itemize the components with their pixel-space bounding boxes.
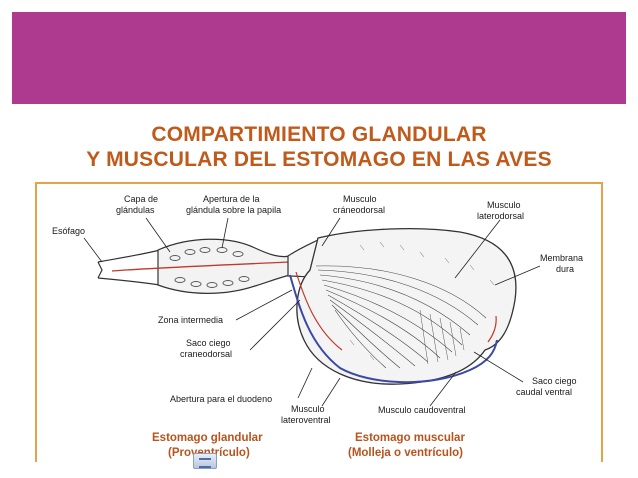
label-apertura-2: glándula sobre la papila [186, 205, 281, 215]
label-apertura-1: Apertura de la [203, 194, 260, 204]
label-zona-intermedia: Zona intermedia [158, 315, 223, 325]
label-saco-caudal-1: Saco ciego [532, 376, 577, 386]
label-musculo-laterodorsal-2: laterodorsal [477, 211, 524, 221]
diagram-frame [35, 182, 603, 462]
proventriculus [111, 238, 291, 294]
label-esofago: Esófago [52, 226, 85, 236]
label-musculo-lateroventral-2: lateroventral [281, 415, 331, 425]
leader-lines [83, 217, 541, 407]
label-musculo-caudoventral: Musculo caudoventral [378, 405, 466, 415]
caption-muscular-1: Estomago muscular [355, 432, 465, 444]
label-abertura-duodeno: Abertura para el duodeno [170, 394, 272, 404]
esophagus [97, 249, 161, 286]
label-saco-craneodorsal-1: Saco ciego [186, 338, 231, 348]
title-line-1: COMPARTIMIENTO GLANDULAR [151, 123, 487, 146]
slide-title: COMPARTIMIENTO GLANDULAR Y MUSCULAR DEL … [12, 122, 626, 172]
label-musculo-laterodorsal-1: Musculo [487, 200, 521, 210]
slide-nav-icon[interactable] [193, 453, 217, 469]
label-membrana-2: dura [556, 264, 574, 274]
label-glandulas: glándulas [116, 205, 155, 215]
label-capa-de: Capa de [124, 194, 158, 204]
label-musculo-craneodorsal-2: cráneodorsal [333, 205, 385, 215]
caption-muscular-2: (Molleja o ventrículo) [348, 447, 463, 459]
label-musculo-craneodorsal-1: Musculo [343, 194, 377, 204]
label-saco-caudal-2: caudal ventral [516, 387, 572, 397]
label-membrana-1: Membrana [540, 253, 583, 263]
header-banner [12, 12, 626, 104]
label-musculo-lateroventral-1: Musculo [291, 404, 325, 414]
title-line-2: Y MUSCULAR DEL ESTOMAGO EN LAS AVES [86, 148, 552, 171]
gizzard [289, 228, 517, 385]
caption-glandular-1: Estomago glandular [152, 432, 263, 444]
label-saco-craneodorsal-2: craneodorsal [180, 349, 232, 359]
labels: Capa de glándulas Apertura de la glándul… [52, 194, 583, 425]
